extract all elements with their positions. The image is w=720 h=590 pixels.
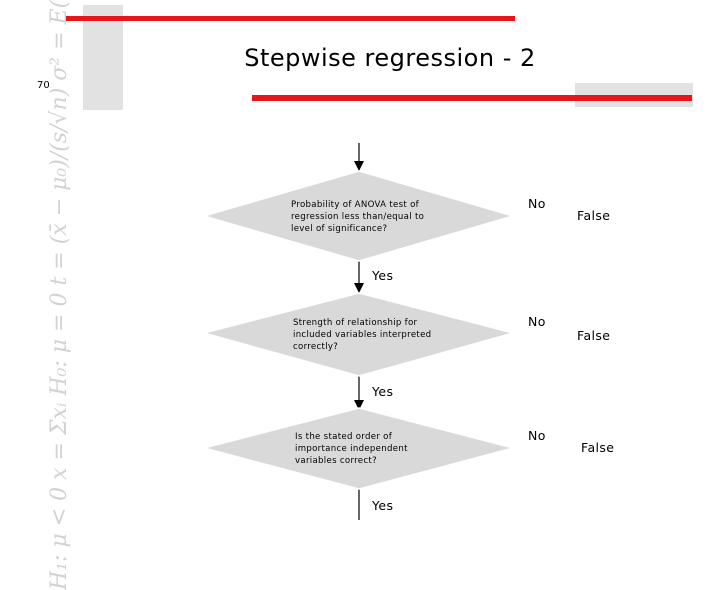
decor-red-bar-top xyxy=(65,16,515,21)
yes-label-2: Yes xyxy=(372,384,394,399)
decor-red-bar-right xyxy=(252,95,692,101)
page-number: 70 xyxy=(37,80,50,91)
false-label-1: False xyxy=(577,208,611,223)
decision-text-2: Strength of relationship for included va… xyxy=(293,318,432,352)
decision-diamonds xyxy=(201,170,516,490)
decision-diamond-3 xyxy=(201,407,516,490)
decision-diamond-2 xyxy=(201,292,516,377)
decor-gray-block-left xyxy=(83,5,123,110)
no-label-1: No xyxy=(528,196,546,211)
flowchart xyxy=(201,143,516,520)
no-label-3: No xyxy=(528,428,546,443)
decision-diamond-1 xyxy=(201,170,516,262)
false-label-2: False xyxy=(577,328,611,343)
yes-label-3: Yes xyxy=(372,498,394,513)
yes-label-1: Yes xyxy=(372,268,394,283)
no-label-2: No xyxy=(528,314,546,329)
slide-title: Stepwise regression - 2 xyxy=(244,44,536,72)
decision-text-3: Is the stated order of importance indepe… xyxy=(295,432,408,466)
decision-text-1: Probability of ANOVA test of regression … xyxy=(291,200,425,234)
false-label-3: False xyxy=(581,440,615,455)
